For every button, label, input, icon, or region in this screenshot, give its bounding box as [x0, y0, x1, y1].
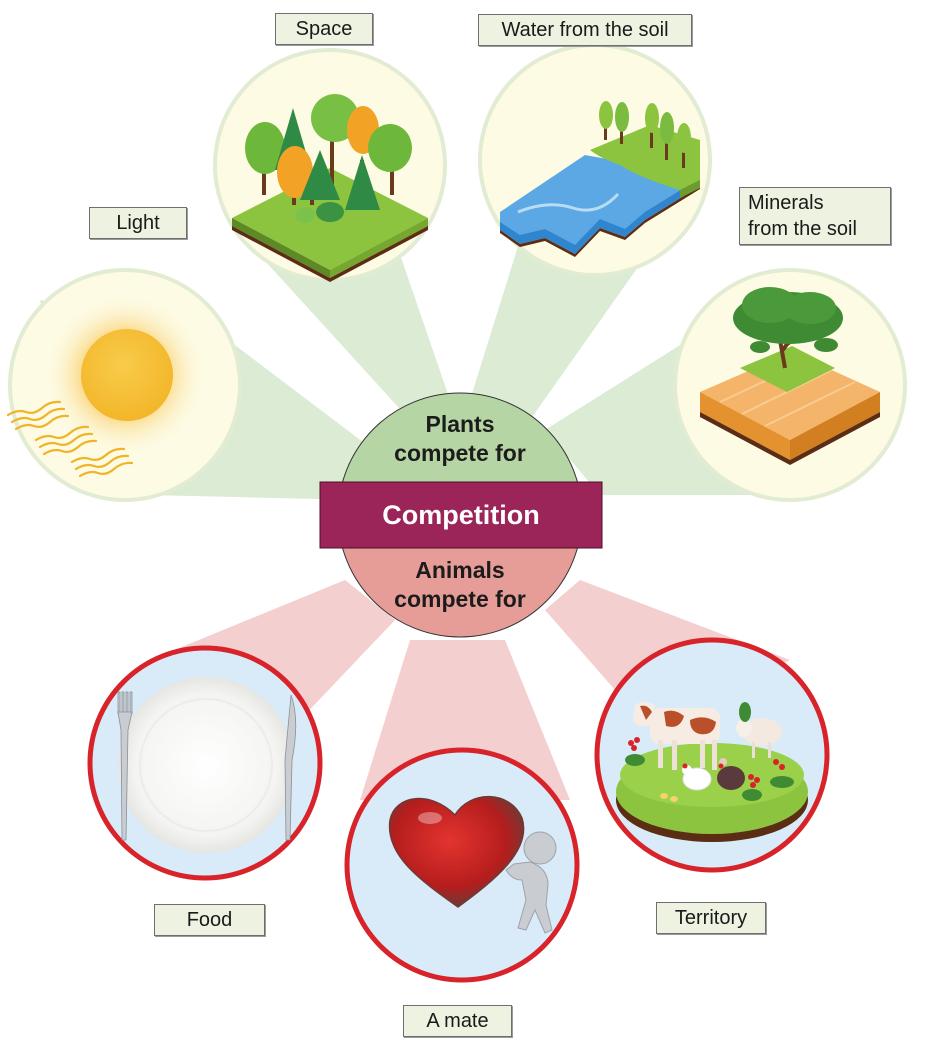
forest-icon: [232, 94, 428, 282]
label-minerals-line1: Minerals: [748, 192, 824, 214]
farm-animals-icon: [616, 702, 808, 842]
space-circle: [213, 48, 447, 282]
plants-label: Plants: [425, 411, 495, 437]
minerals-circle: [673, 268, 907, 502]
light-circle: [6, 268, 242, 502]
food-circle: [87, 645, 323, 881]
animals-compete-for-label: compete for: [394, 586, 526, 612]
beam-food: [150, 580, 395, 720]
plate-cutlery-icon: [117, 677, 297, 853]
competition-banner: [319, 481, 603, 549]
label-a-mate: A mate: [403, 1005, 512, 1037]
animals-label: Animals: [415, 557, 505, 583]
plants-compete-heading: Plants compete for: [340, 410, 580, 468]
water-circle: [478, 43, 712, 277]
beam-water: [470, 240, 650, 420]
label-minerals-from-soil: Minerals from the soil: [739, 187, 891, 245]
tree-on-soil-icon: [700, 287, 880, 465]
cow: [633, 702, 720, 770]
label-territory: Territory: [656, 902, 766, 934]
label-space: Space: [275, 13, 373, 45]
heart-person-icon: [388, 795, 557, 934]
chicken: [682, 763, 712, 791]
plants-compete-for-label: compete for: [394, 440, 526, 466]
sun-icon: [6, 295, 205, 478]
mate-circle: [344, 747, 580, 983]
territory-circle: [594, 637, 830, 873]
label-light: Light: [89, 207, 187, 239]
sheep: [736, 718, 782, 758]
beam-space: [255, 240, 450, 420]
center-hub: [319, 392, 603, 638]
label-food: Food: [154, 904, 265, 936]
competition-title: Competition: [382, 500, 540, 530]
turkey: [717, 758, 745, 790]
animals-compete-heading: Animals compete for: [340, 556, 580, 614]
label-minerals-line2: from the soil: [748, 218, 857, 240]
water-stream-icon: [500, 101, 700, 257]
label-water-from-soil: Water from the soil: [478, 14, 692, 46]
